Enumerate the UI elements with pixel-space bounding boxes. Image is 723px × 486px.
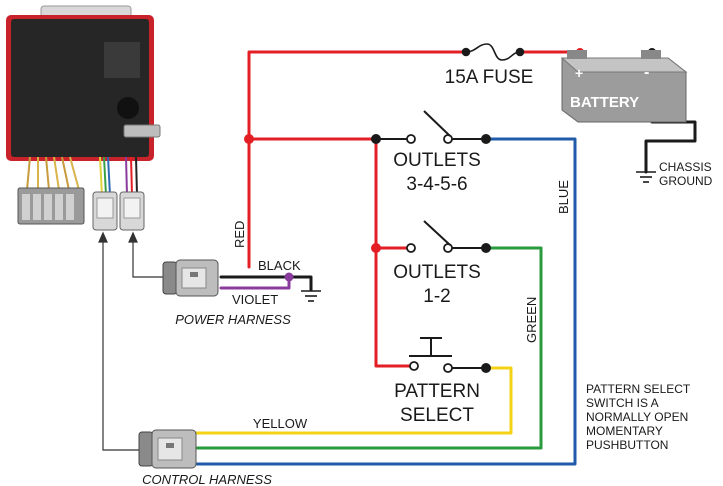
chassis-ground-label-line1: CHASSIS: [659, 160, 712, 174]
chassis-ground-label-line2: GROUND: [659, 174, 713, 188]
switch-outlets-3456: [371, 110, 491, 144]
red-wire-main: [247, 50, 468, 269]
switch-outlets-12: [406, 220, 491, 253]
pattern-select-note: PATTERN SELECT SWITCH IS A NORMALLY OPEN…: [586, 382, 691, 452]
green-wire-label: GREEN: [524, 297, 539, 343]
control-plug: [92, 191, 118, 231]
control-module: [6, 5, 161, 231]
control-harness-label: CONTROL HARNESS: [142, 472, 272, 486]
battery-negative-sign: -: [644, 64, 649, 81]
note-line: PATTERN SELECT: [586, 382, 691, 396]
yellow-wire-label: YELLOW: [253, 416, 308, 431]
fuse-label: 15A FUSE: [445, 67, 534, 88]
pattern-select-label-line1: PATTERN: [394, 381, 480, 402]
output-connectors: [17, 187, 85, 225]
pattern-select-label-line2: SELECT: [400, 405, 474, 426]
control-harness-connector: [138, 429, 197, 469]
red-wire-label: RED: [232, 221, 247, 248]
note-line: NORMALLY OPEN: [586, 410, 688, 424]
power-harness-label: POWER HARNESS: [175, 312, 291, 327]
blue-wire: [194, 137, 577, 466]
battery-positive-sign: +: [575, 65, 583, 81]
switch-outlets-12-label-line1: OUTLETS: [393, 262, 481, 283]
violet-wire: [219, 275, 291, 290]
red-wire-switch-bus: [374, 137, 414, 368]
note-line: PUSHBUTTON: [586, 438, 668, 452]
violet-wire-label: VIOLET: [232, 292, 278, 307]
power-harness-arrow: [128, 231, 163, 278]
note-line: MOMENTARY: [586, 424, 663, 438]
battery-icon: [560, 50, 688, 123]
junction-dot: [284, 272, 294, 282]
yellow-wire: [194, 366, 513, 435]
junction-dot: [244, 134, 254, 144]
switch-outlets-3456-label-line1: OUTLETS: [393, 150, 481, 171]
fuse-symbol: [461, 43, 525, 61]
power-plug: [119, 191, 145, 231]
pattern-select-pushbutton: [409, 337, 491, 373]
green-wire: [194, 246, 543, 450]
switch-outlets-3456-label-line2: 3-4-5-6: [406, 174, 467, 195]
note-line: SWITCH IS A: [586, 396, 659, 410]
control-harness-arrow: [98, 231, 139, 451]
black-wire: [219, 275, 313, 292]
module-knob-icon: [117, 97, 139, 119]
chassis-ground-symbol: [636, 171, 656, 183]
junction-dot: [371, 243, 381, 253]
blue-wire-label: BLUE: [556, 180, 571, 214]
black-wire-label: BLACK: [258, 258, 301, 273]
switch-outlets-12-label-line2: 1-2: [423, 286, 450, 307]
power-harness-connector: [162, 259, 219, 297]
ground-symbol: [301, 290, 321, 302]
battery-label: BATTERY: [570, 94, 639, 111]
